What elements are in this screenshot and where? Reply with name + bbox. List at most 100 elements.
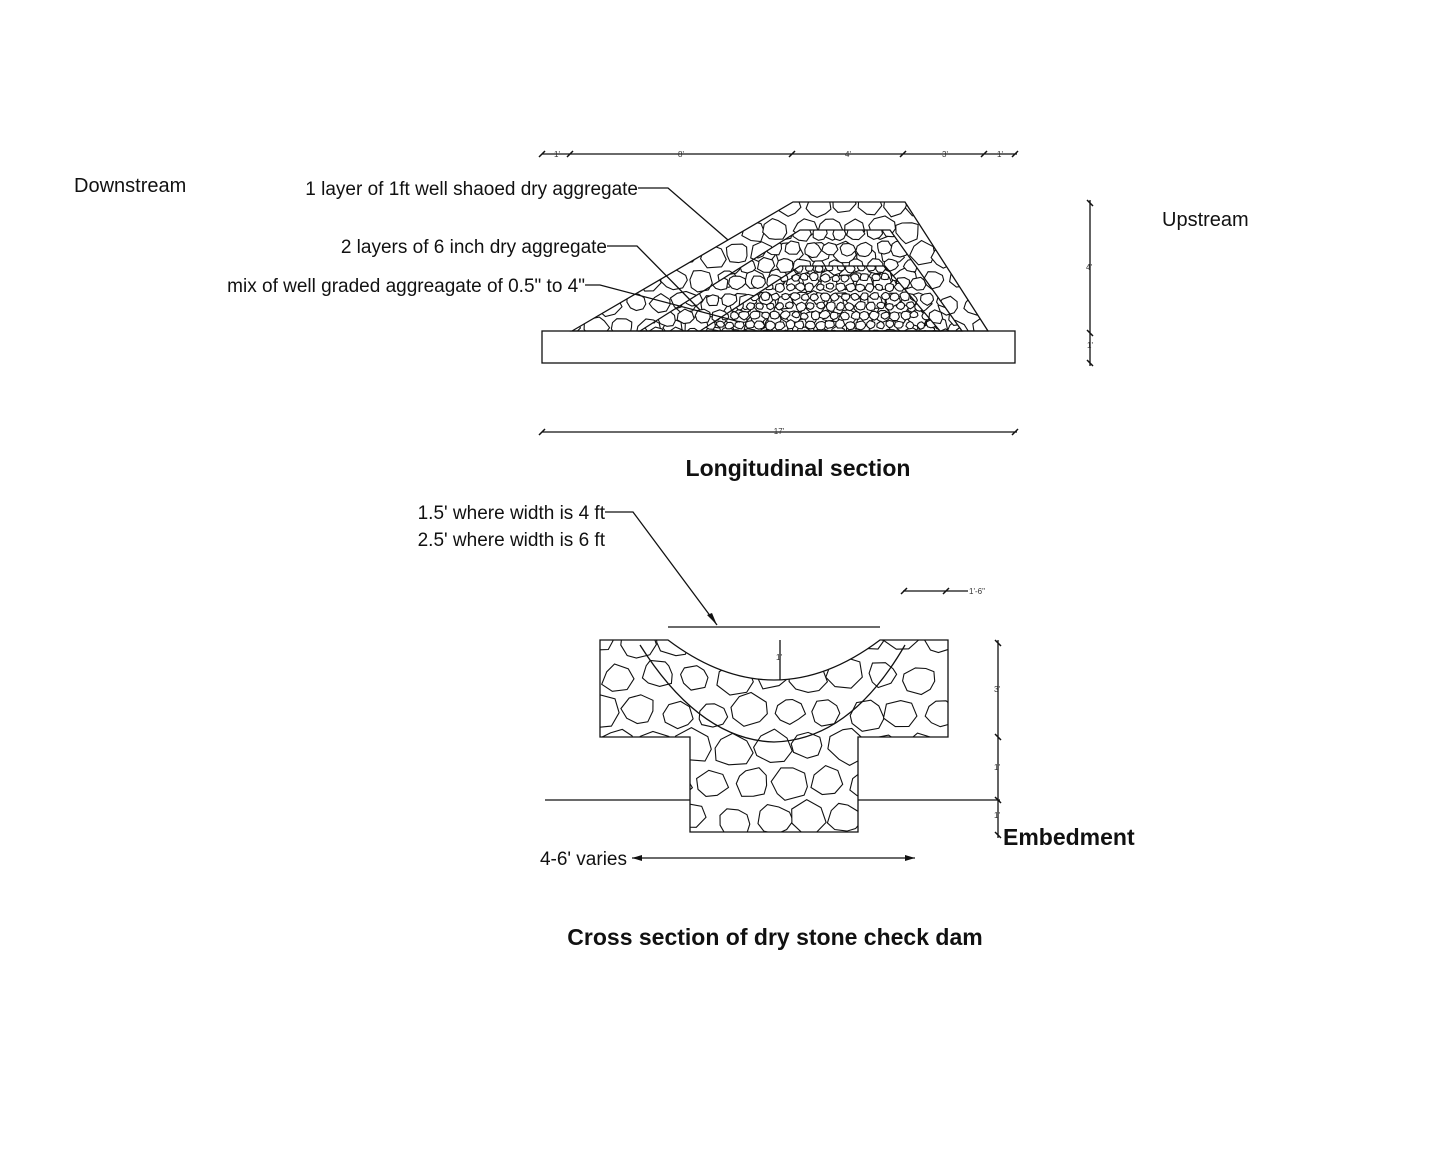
stone — [924, 700, 948, 728]
stone — [880, 311, 891, 320]
stone — [730, 691, 768, 727]
dim-4ft: 4' — [845, 150, 851, 159]
stone — [855, 241, 873, 258]
stone — [769, 310, 780, 320]
stone — [856, 266, 866, 272]
stone — [844, 302, 855, 312]
stone — [909, 239, 936, 266]
stone — [832, 230, 847, 242]
embedment-label: Embedment — [1003, 824, 1135, 850]
stone — [864, 283, 875, 293]
stone — [640, 230, 650, 240]
foundation-base — [541, 330, 1016, 364]
stone — [600, 808, 633, 832]
stone — [805, 302, 815, 311]
stone — [718, 330, 730, 331]
dim-cross-1ft: 1' — [994, 763, 1000, 772]
stone — [961, 202, 985, 217]
stone — [972, 317, 988, 331]
stone — [849, 699, 885, 732]
stone — [825, 282, 835, 290]
core-label: mix of well graded aggreagate of 0.5" to… — [227, 276, 585, 297]
stone — [880, 291, 891, 301]
stone — [876, 301, 886, 310]
stone — [683, 327, 701, 331]
top-dimension-line: 1' 8' 4' 3' 1' — [538, 150, 1019, 159]
stone — [889, 292, 900, 302]
stone — [810, 764, 844, 796]
stone — [791, 311, 801, 319]
cross-section-outline — [599, 639, 949, 833]
stone — [756, 256, 776, 273]
stone — [742, 640, 771, 654]
stone — [865, 319, 876, 330]
stone — [816, 283, 825, 292]
stone — [601, 663, 635, 692]
stone — [868, 662, 898, 689]
stone — [791, 799, 827, 832]
stone — [889, 311, 901, 322]
stone — [957, 259, 962, 274]
longitudinal-section: 1' 8' 4' 3' 1' 4' 1' 17' Downstream Upst… — [74, 150, 1249, 481]
stone — [977, 215, 988, 240]
stone — [809, 293, 820, 302]
stone — [774, 282, 786, 293]
stone — [850, 292, 860, 302]
stone — [789, 292, 801, 302]
stone — [600, 765, 622, 801]
stone — [608, 217, 635, 239]
stone — [818, 309, 831, 320]
stone — [870, 734, 898, 760]
stone — [891, 332, 899, 339]
stone — [885, 319, 895, 329]
leader-notch — [605, 511, 718, 626]
stone — [909, 276, 927, 291]
stone — [774, 698, 807, 726]
stone — [923, 640, 948, 654]
stone — [946, 239, 962, 258]
stone — [900, 310, 912, 321]
cross-height-dimension: 3' 1' 1' — [994, 639, 1002, 839]
stone — [674, 202, 701, 218]
stone — [760, 291, 771, 302]
stone — [755, 302, 764, 310]
stone — [857, 202, 883, 216]
stone — [883, 202, 908, 218]
stone — [867, 808, 899, 832]
stone — [805, 320, 817, 330]
stone — [686, 230, 703, 241]
stone — [844, 266, 856, 274]
stone — [859, 292, 869, 301]
stone — [696, 769, 730, 797]
stone — [650, 241, 675, 263]
stone — [827, 727, 866, 767]
stone — [636, 730, 675, 764]
stone — [859, 273, 869, 282]
cross-section: 1' 1.5' where width is 4 ft 2.5' where w… — [418, 503, 1135, 950]
stone — [919, 330, 931, 331]
stone — [810, 310, 821, 321]
stone — [839, 242, 857, 257]
stone — [800, 312, 809, 320]
stone — [600, 694, 620, 729]
stone — [826, 802, 863, 832]
stone — [769, 330, 780, 331]
stone — [836, 301, 845, 311]
stone — [793, 320, 805, 330]
stone — [858, 310, 870, 321]
stone — [745, 320, 756, 329]
stone — [781, 292, 791, 301]
upstream-label: Upstream — [1162, 209, 1249, 231]
dim-17ft: 17' — [774, 427, 785, 436]
stone — [774, 321, 786, 331]
stone — [738, 311, 750, 321]
stone — [916, 321, 926, 330]
stone — [973, 267, 988, 289]
stone — [752, 728, 793, 763]
mid-layer-label: 2 layers of 6 inch dry aggregate — [341, 237, 607, 258]
stone — [795, 301, 807, 313]
stone — [741, 220, 765, 243]
stone — [635, 219, 658, 240]
stone — [828, 325, 847, 331]
